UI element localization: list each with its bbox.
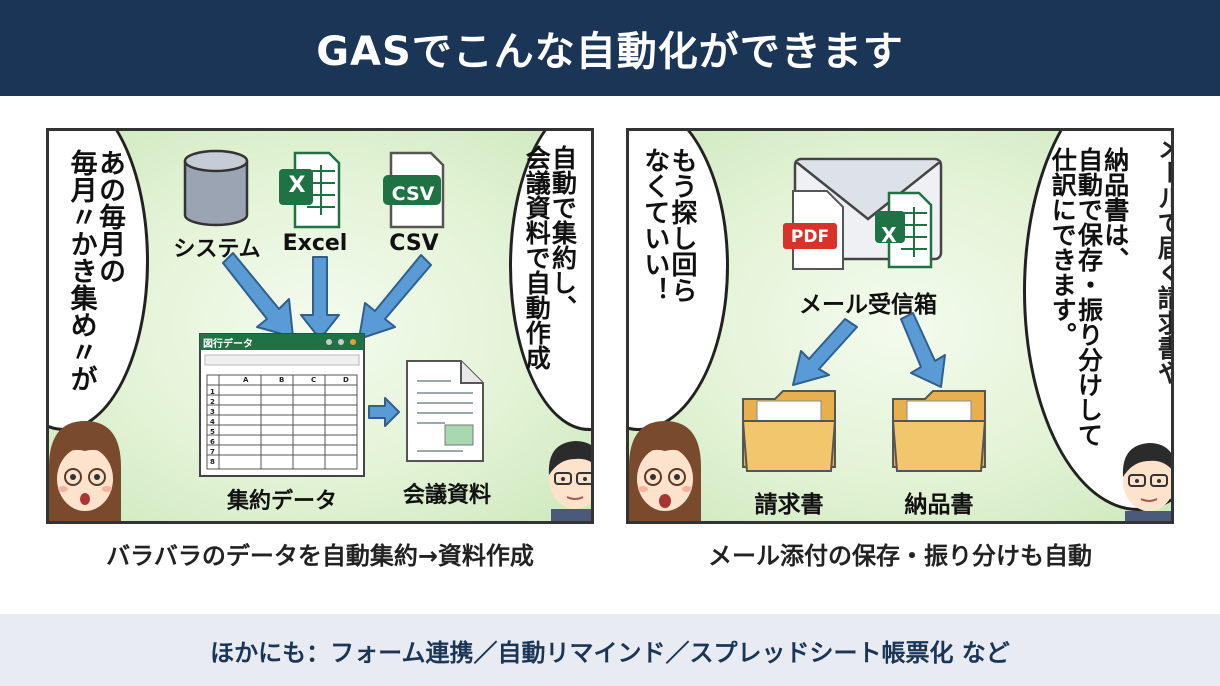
- woman-character: [629, 421, 701, 521]
- excel-glyph: X: [288, 173, 306, 198]
- pdf-icon: [783, 190, 844, 270]
- pdf-glyph: PDF: [790, 227, 830, 247]
- speech-text-right: 納品書は、 自動で保存・振り分けして 仕訳にできます。: [1048, 147, 1130, 447]
- excel-glyph: X: [881, 223, 897, 247]
- speech-text-far: メールで届く請求書や: [1154, 135, 1174, 385]
- caption-right: メール添付の保存・振り分けも自動: [708, 542, 1092, 570]
- csv-glyph: CSV: [391, 183, 435, 205]
- row-number: 7: [210, 448, 215, 456]
- report-label: 会議資料: [402, 483, 491, 508]
- row-number: 4: [210, 418, 215, 426]
- document-icon: [406, 360, 484, 462]
- excel-icon: [875, 191, 933, 269]
- column-header: C: [311, 376, 317, 384]
- aggregate-label: 集約データ: [226, 489, 337, 514]
- row-number: 5: [210, 428, 215, 436]
- source-label-csv: CSV: [389, 231, 439, 256]
- column-header: B: [279, 376, 285, 384]
- comic-panel-email: もう探し回ら なくていい！ 納品書は、 自動で保存・振り分けして 仕訳にできます…: [626, 128, 1174, 524]
- arrow-split-icon: [792, 312, 946, 388]
- spreadsheet-row-numbers: 1 2 3 4 5 6 7 8: [210, 387, 220, 467]
- spreadsheet-title: 図行データ: [203, 339, 253, 350]
- arrow-down-icon: [222, 252, 432, 340]
- column-header: D: [343, 376, 349, 384]
- man-character: [548, 441, 591, 521]
- row-number: 2: [210, 398, 215, 406]
- excel-icon: [279, 151, 341, 229]
- column-header: A: [243, 376, 249, 384]
- csv-icon: [383, 151, 445, 229]
- speech-text-right: 自動で集約し、 会議資料で自動作成: [522, 145, 578, 370]
- comic-panel-aggregation: あの毎月の 毎月〃かき集め〃が 自動で集約し、 会議資料で自動作成 システム X…: [46, 128, 594, 524]
- source-label-excel: Excel: [282, 231, 348, 256]
- speech-bubble-left: [49, 131, 149, 431]
- row-number: 6: [210, 438, 215, 446]
- row-number: 3: [210, 408, 215, 416]
- speech-text-left: もう探し回ら なくていい！: [639, 147, 697, 303]
- source-label-system: システム: [173, 237, 261, 262]
- speech-text-left: あの毎月の 毎月〃かき集め〃が: [65, 149, 125, 392]
- folder-icon: [891, 390, 987, 472]
- page-title: GASでこんな自動化ができます: [0, 0, 1220, 96]
- spreadsheet-column-headers: A B C D: [219, 376, 355, 386]
- folder-label-invoice: 請求書: [754, 492, 824, 518]
- woman-character: [49, 421, 121, 521]
- folder-icon: [741, 390, 837, 472]
- inbox-label: メール受信箱: [799, 292, 937, 318]
- row-number: 1: [210, 388, 215, 396]
- footer-note: ほかにも：フォーム連携／自動リマインド／スプレッドシート帳票化 など: [0, 614, 1220, 686]
- man-character: [1122, 443, 1171, 521]
- folder-label-delivery: 納品書: [904, 492, 974, 518]
- database-icon: [183, 149, 249, 227]
- row-number: 8: [210, 458, 215, 466]
- arrow-right-icon: [368, 397, 400, 427]
- caption-left: バラバラのデータを自動集約→資料作成: [106, 542, 534, 570]
- spreadsheet-window: [199, 333, 365, 477]
